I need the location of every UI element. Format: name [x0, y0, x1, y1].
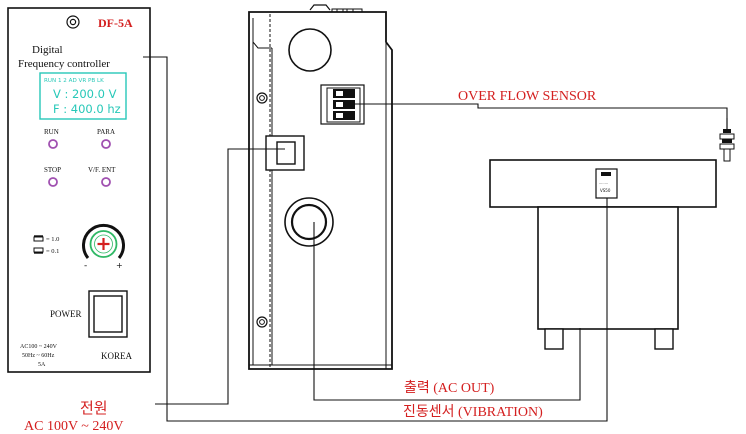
vibration-label: 진동센서 (VIBRATION): [403, 404, 543, 420]
display-frequency: F : 400.0 hz: [53, 102, 121, 116]
stop-button[interactable]: STOP: [44, 166, 61, 187]
led-icon: [101, 139, 111, 149]
adjust-knob[interactable]: - +: [82, 223, 125, 271]
led-icon: [48, 139, 58, 149]
overflow-sensor-label: OVER FLOW SENSOR: [458, 89, 597, 104]
controller-front-panel: DF-5A Digital Frequency controller RUN 1…: [7, 7, 151, 373]
display-voltage: V : 200.0 V: [53, 87, 117, 101]
display-header: RUN 1 2 AD VR PB LK: [44, 78, 104, 84]
power-switch[interactable]: [88, 290, 128, 338]
para-label: PARA: [97, 128, 115, 136]
lcd-display: RUN 1 2 AD VR PB LK V : 200.0 V F : 400.…: [39, 72, 127, 120]
korea-label: KOREA: [101, 351, 132, 361]
fan-hole-icon: [288, 28, 332, 72]
controller-side-panel: [248, 4, 393, 370]
scale-fine-label: = 1.0: [46, 236, 59, 243]
led-icon: [101, 177, 111, 187]
sensor-terminal-block: [320, 84, 365, 125]
spec-line2: 50Hz ~ 60Hz: [22, 353, 55, 359]
knob-plus-label: +: [116, 261, 123, 270]
knob-minus-label: -: [84, 261, 87, 271]
vibration-feeder: ........ VS50: [489, 159, 717, 350]
sensor-label-bottom: VS50: [600, 188, 611, 193]
scale-switch[interactable]: = 1.0 = 0.1: [33, 235, 59, 255]
vf-ent-button[interactable]: V/F. ENT: [88, 166, 116, 187]
wires: [143, 56, 728, 422]
vibration-sensor: ........ VS50: [595, 168, 618, 199]
spec-line1: AC100 ~ 240V: [20, 344, 58, 350]
power-label: POWER: [50, 309, 82, 319]
stop-label: STOP: [44, 166, 61, 174]
vf-ent-label: V/F. ENT: [88, 166, 116, 174]
overflow-sensor-probe: [719, 118, 735, 162]
model-label: DF-5A: [98, 16, 133, 30]
power-ac-label: AC 100V ~ 240V: [24, 419, 124, 434]
sensor-label-top: ........: [599, 181, 608, 185]
title-line2: Frequency controller: [18, 58, 110, 70]
para-button[interactable]: PARA: [97, 128, 115, 149]
ac-out-label: 출력 (AC OUT): [404, 380, 495, 396]
run-button[interactable]: RUN: [44, 128, 59, 149]
scale-coarse-label: = 0.1: [46, 248, 59, 255]
power-ko-label: 전원: [80, 400, 108, 417]
run-label: RUN: [44, 128, 59, 136]
spec-line3: 5A: [38, 362, 46, 368]
title-line1: Digital: [32, 44, 63, 56]
led-icon: [48, 177, 58, 187]
